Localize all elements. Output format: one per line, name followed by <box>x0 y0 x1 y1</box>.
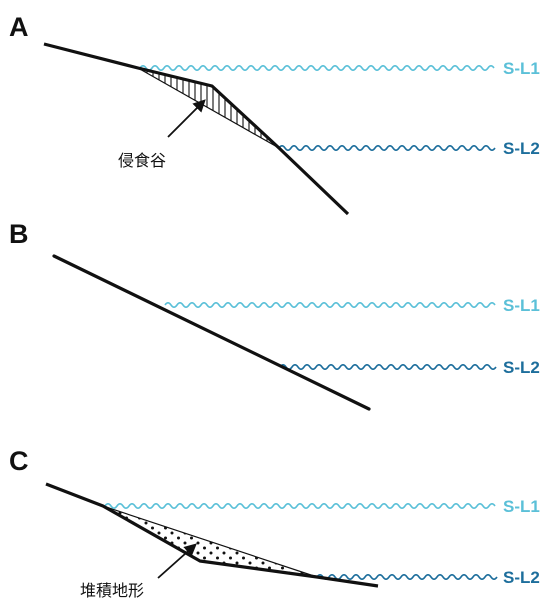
panel-a: A S-L1 S-L2 侵食谷 <box>9 12 540 216</box>
sea-level-2-wave <box>316 574 498 580</box>
panel-a-letter: A <box>9 12 29 42</box>
sea-level-2-label: S-L2 <box>503 358 540 377</box>
sea-level-1-wave <box>139 65 495 71</box>
sea-level-2-label: S-L2 <box>503 139 540 158</box>
erosion-valley-arrow <box>167 99 206 138</box>
sea-level-1-wave <box>164 302 496 308</box>
panel-c: C S-L1 S-L2 堆積地形 <box>9 446 540 600</box>
sea-level-1-label: S-L1 <box>503 296 540 315</box>
panel-b: B S-L1 S-L2 <box>9 219 540 411</box>
terrain-profile-a <box>43 42 350 216</box>
erosion-valley-label: 侵食谷 <box>118 151 166 170</box>
sea-level-1-wave <box>104 503 496 509</box>
terrain-profile-c <box>45 482 379 588</box>
panel-c-letter: C <box>9 446 29 476</box>
panel-b-letter: B <box>9 219 29 249</box>
erosion-valley-area <box>137 67 280 149</box>
sea-level-2-wave <box>279 364 497 370</box>
sea-level-1-label: S-L1 <box>503 497 540 516</box>
terrain-profile-b <box>52 254 371 411</box>
deposit-area <box>102 505 318 578</box>
sea-level-2-wave <box>278 145 496 151</box>
deposit-arrow <box>157 543 197 579</box>
deposit-label: 堆積地形 <box>80 581 144 600</box>
sea-level-2-label: S-L2 <box>503 568 540 587</box>
sea-level-1-label: S-L1 <box>503 59 540 78</box>
